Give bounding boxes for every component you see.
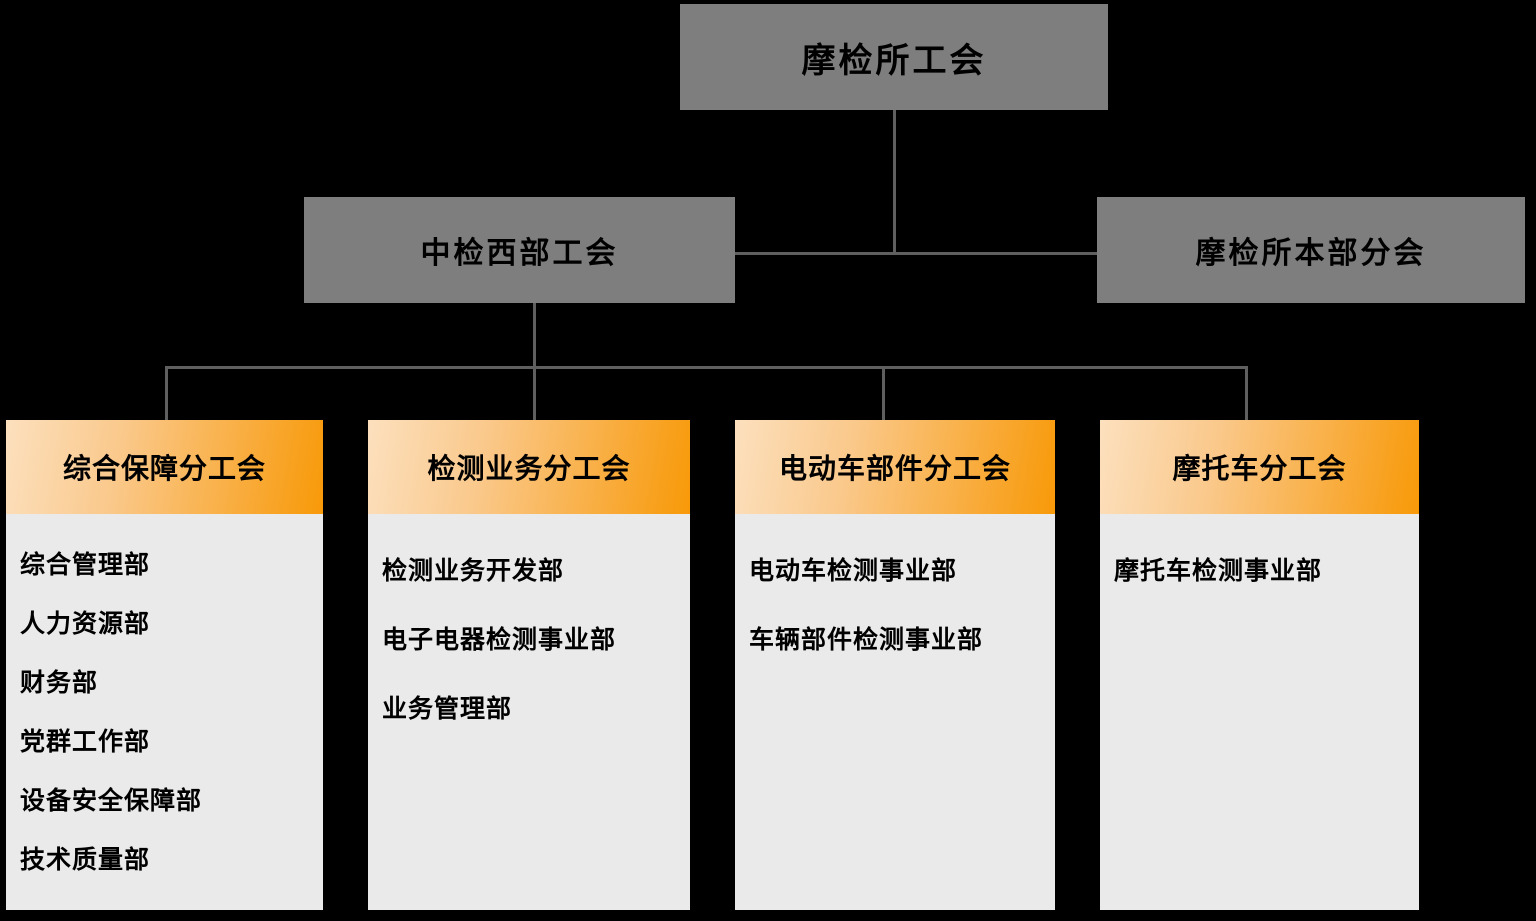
node-union-root: 摩检所工会 <box>680 4 1108 110</box>
connector-branches-horizontal <box>165 366 1248 369</box>
connector-level2-horizontal <box>735 252 1097 255</box>
department-item: 电动车检测事业部 <box>749 557 958 585</box>
branch-body-ev-parts: 电动车检测事业部 车辆部件检测事业部 <box>735 514 1055 910</box>
department-item: 人力资源部 <box>20 610 151 638</box>
branch-title: 检测业务分工会 <box>427 454 631 485</box>
node-union-root-label: 摩检所工会 <box>801 42 987 80</box>
branch-header-ev-parts: 电动车部件分工会 <box>735 420 1055 514</box>
node-hq-branch: 摩检所本部分会 <box>1097 197 1525 303</box>
department-item: 电子电器检测事业部 <box>382 626 617 654</box>
department-item: 摩托车检测事业部 <box>1114 557 1323 585</box>
connector-drop-branch1 <box>165 366 168 420</box>
branch-column-testing-business: 检测业务分工会 检测业务开发部 电子电器检测事业部 业务管理部 <box>368 420 690 910</box>
branch-column-general-support: 综合保障分工会 综合管理部 人力资源部 财务部 党群工作部 设备安全保障部 技术… <box>6 420 323 910</box>
department-item: 财务部 <box>20 669 99 697</box>
department-item: 设备安全保障部 <box>20 787 203 815</box>
branch-header-general-support: 综合保障分工会 <box>6 420 323 514</box>
node-west-union: 中检西部工会 <box>304 197 735 303</box>
branch-title: 摩托车分工会 <box>1172 454 1347 485</box>
connector-drop-branch4 <box>1245 366 1248 420</box>
department-item: 车辆部件检测事业部 <box>749 626 984 654</box>
connector-root-vertical <box>893 110 896 255</box>
branch-column-ev-parts: 电动车部件分工会 电动车检测事业部 车辆部件检测事业部 <box>735 420 1055 910</box>
branch-column-motorcycle: 摩托车分工会 摩托车检测事业部 <box>1100 420 1419 910</box>
node-west-union-label: 中检西部工会 <box>420 237 619 270</box>
department-item: 业务管理部 <box>382 695 513 723</box>
node-hq-branch-label: 摩检所本部分会 <box>1195 237 1427 270</box>
branch-body-motorcycle: 摩托车检测事业部 <box>1100 514 1419 910</box>
branch-title: 电动车部件分工会 <box>778 454 1011 485</box>
branch-header-motorcycle: 摩托车分工会 <box>1100 420 1419 514</box>
department-item: 技术质量部 <box>20 846 151 874</box>
branch-header-testing-business: 检测业务分工会 <box>368 420 690 514</box>
department-item: 综合管理部 <box>20 551 151 579</box>
branch-body-general-support: 综合管理部 人力资源部 财务部 党群工作部 设备安全保障部 技术质量部 <box>6 514 323 910</box>
department-item: 党群工作部 <box>20 728 151 756</box>
department-item: 检测业务开发部 <box>382 557 565 585</box>
branch-body-testing-business: 检测业务开发部 电子电器检测事业部 业务管理部 <box>368 514 690 910</box>
connector-west-vertical <box>533 303 536 420</box>
connector-drop-branch3 <box>882 366 885 420</box>
branch-title: 综合保障分工会 <box>62 454 266 485</box>
